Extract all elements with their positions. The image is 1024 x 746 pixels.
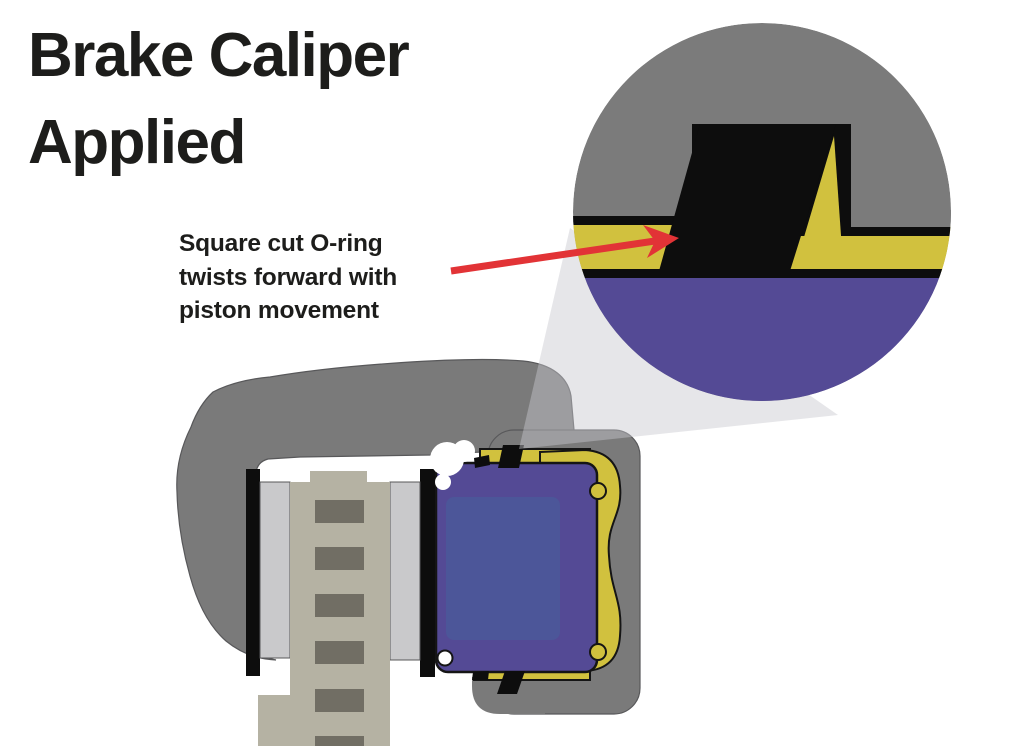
rotor-vent-slot <box>315 689 364 712</box>
piston-notch-bottom-left <box>436 649 454 667</box>
piston-face-shape <box>446 497 560 640</box>
clearance-gap-blob <box>435 474 451 490</box>
brake-pad-right <box>389 481 421 661</box>
clearance-gap <box>430 440 475 490</box>
magnifier-oring-twisted <box>659 124 836 271</box>
backing-plate-right <box>420 469 435 677</box>
dust-boot-top-mark <box>474 455 490 468</box>
callout-arrow-shaft <box>450 237 656 275</box>
dust-boot-bottom-mark <box>472 671 489 680</box>
rotor-vent-slot <box>315 594 364 617</box>
magnifier-bore-line-right <box>843 227 951 236</box>
caliper-assembly <box>176 358 641 746</box>
oring-bottom-seal <box>497 671 525 694</box>
magnifier-fluid-wedge <box>796 136 843 264</box>
magnifier-bore-line-left <box>573 216 698 225</box>
rotor-vent-slot <box>315 641 364 664</box>
oring-callout-label: Square cut O-ring twists forward with pi… <box>179 230 398 324</box>
magnifier-piston-line <box>573 269 951 278</box>
oring-top-seal <box>498 445 524 468</box>
callout-arrow <box>450 225 679 275</box>
caliper-housing-foot-shape <box>472 677 545 714</box>
callout-arrow-head <box>643 225 679 258</box>
brake-pad-left <box>259 481 291 659</box>
magnifier-gray-patch-right <box>851 210 951 227</box>
rotor-vent-slot <box>315 500 364 523</box>
rotor-vent-slots <box>315 500 364 746</box>
piston-notch-bottom-right <box>589 643 607 661</box>
rotor-vent-slot <box>315 736 364 746</box>
rotor-vent-slot <box>315 547 364 570</box>
piston-notch-top-right <box>589 482 607 500</box>
clearance-gap-blob <box>453 440 475 462</box>
page-title: Brake Caliper Applied <box>28 21 410 177</box>
backing-plate-left <box>246 469 260 676</box>
